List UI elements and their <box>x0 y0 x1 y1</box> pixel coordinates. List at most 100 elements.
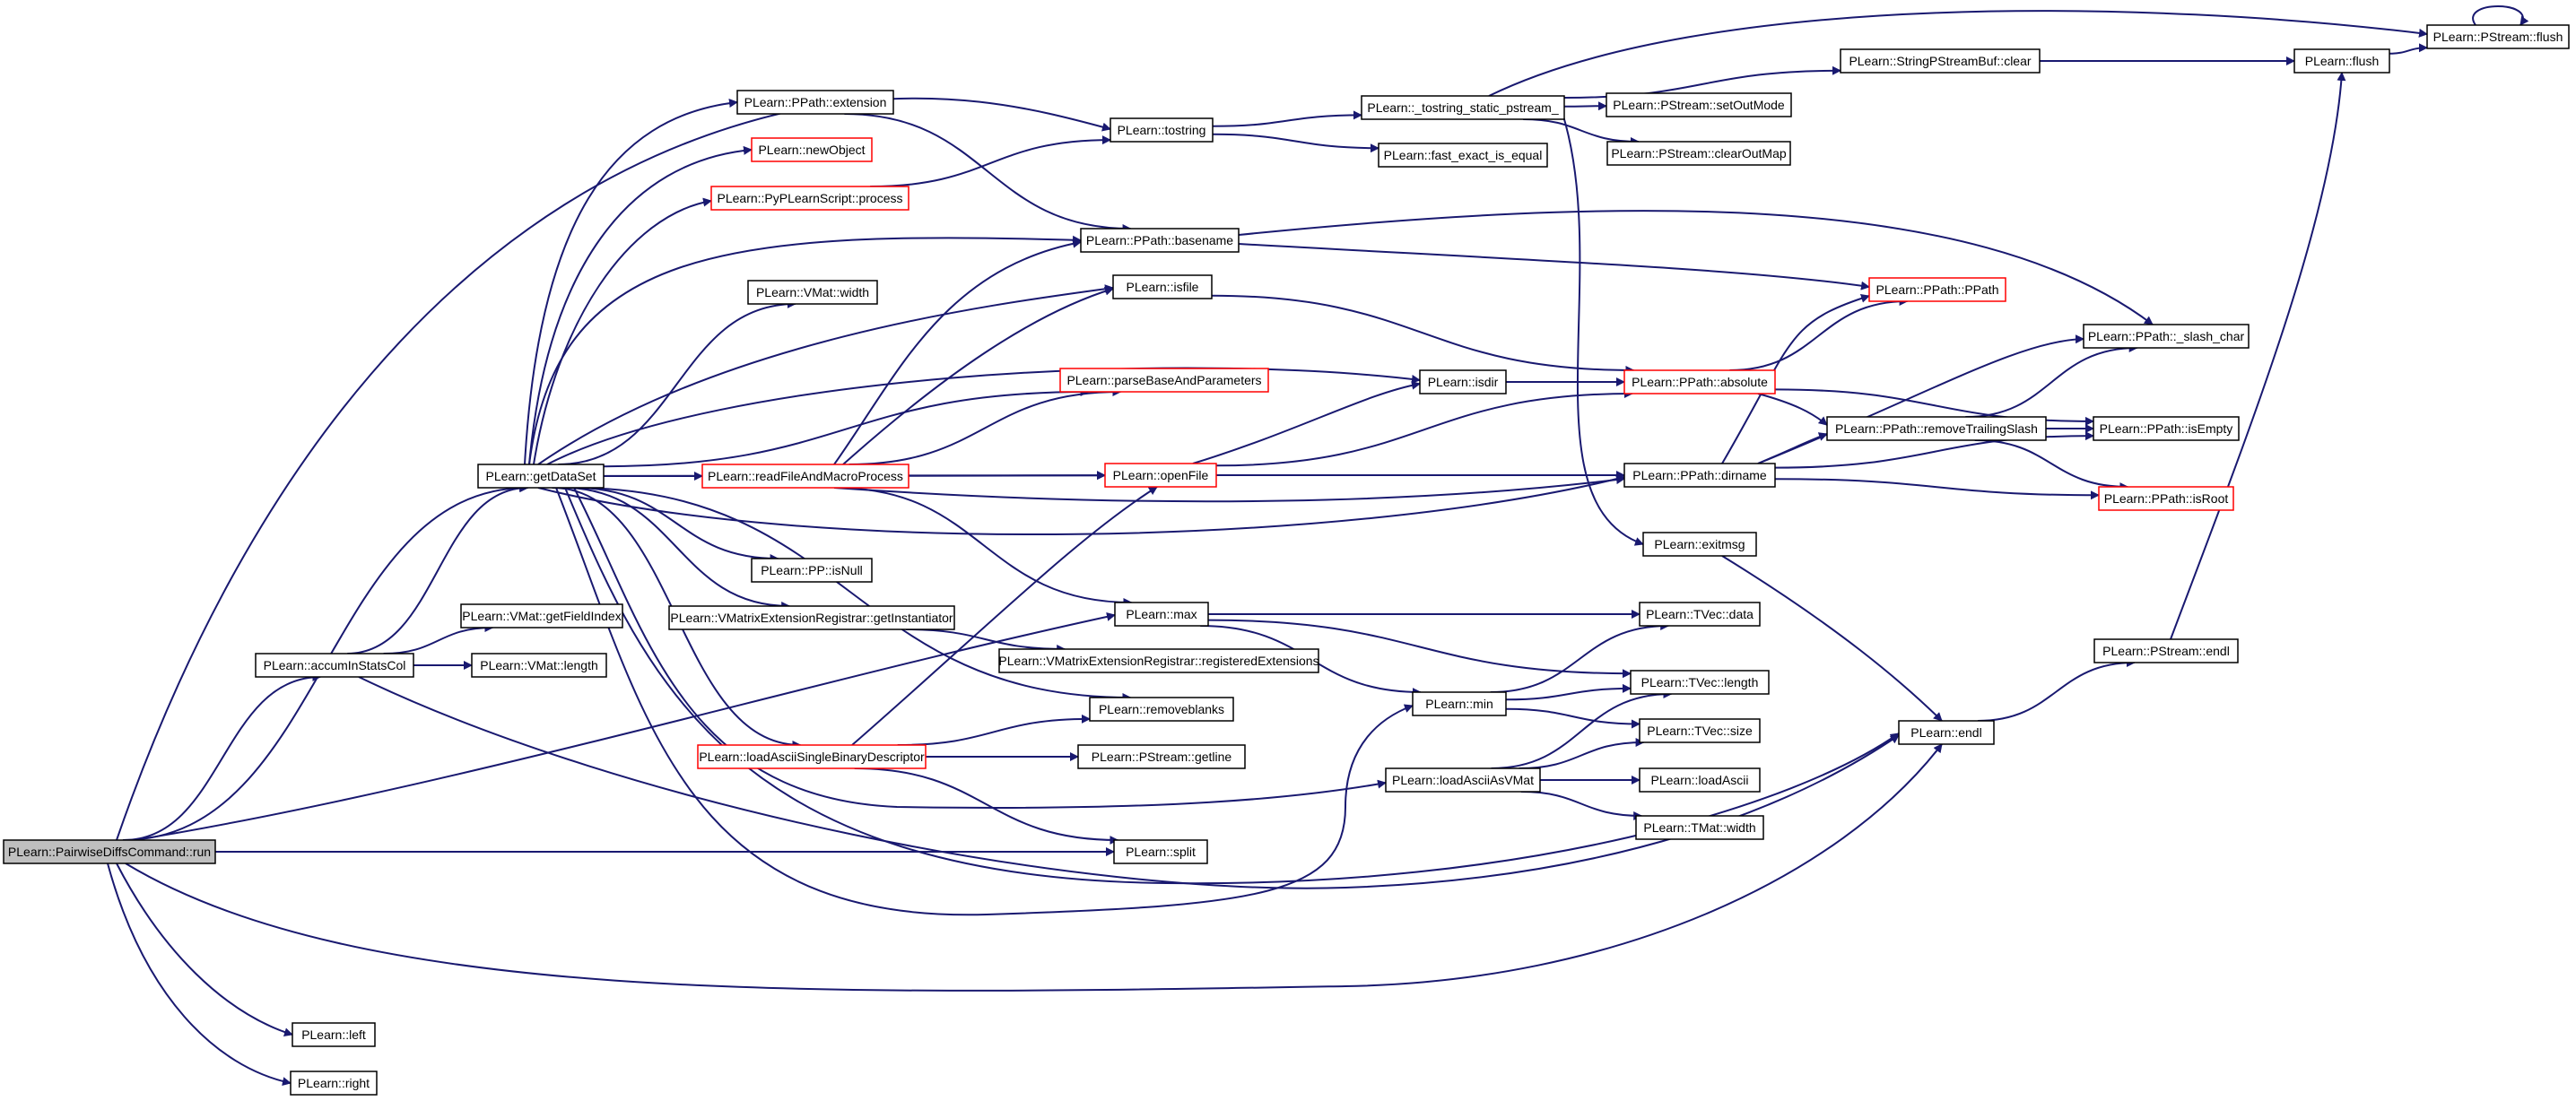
node-right[interactable]: PLearn::right <box>290 1071 378 1096</box>
node-fastExact[interactable]: PLearn::fast_exact_is_equal <box>1378 143 1548 168</box>
node-parseBase[interactable]: PLearn::parseBaseAndParameters <box>1059 368 1269 393</box>
node-exitmsg[interactable]: PLearn::exitmsg <box>1642 532 1757 557</box>
node-box <box>477 464 605 489</box>
node-getline[interactable]: PLearn::PStream::getline <box>1077 744 1246 769</box>
node-box <box>471 653 607 678</box>
node-getFieldIndex[interactable]: PLearn::VMat::getFieldIndex <box>460 603 623 629</box>
node-isRoot[interactable]: PLearn::PPath::isRoot <box>2098 486 2234 511</box>
node-label: PLearn::PStream::endl <box>2102 644 2230 658</box>
node-isEmpty[interactable]: PLearn::PPath::isEmpty <box>2093 416 2240 441</box>
edge-readFile-to-max <box>835 487 1133 607</box>
node-newObject[interactable]: PLearn::newObject <box>751 137 873 162</box>
node-isdir[interactable]: PLearn::isdir <box>1419 369 1507 394</box>
node-label: PLearn::TVec::size <box>1647 724 1753 738</box>
node-vmatLength[interactable]: PLearn::VMat::length <box>471 653 607 678</box>
node-label: PLearn::loadAsciiAsVMat <box>1392 773 1534 787</box>
node-left[interactable]: PLearn::left <box>292 1022 376 1047</box>
node-setOutMode[interactable]: PLearn::PStream::setOutMode <box>1606 92 1792 117</box>
node-loadAsciiAsVMat[interactable]: PLearn::loadAsciiAsVMat <box>1385 767 1541 793</box>
node-label: PLearn::PStream::clearOutMap <box>1611 146 1787 160</box>
node-box <box>292 1022 376 1047</box>
node-label: PLearn::PPath::absolute <box>1632 375 1768 389</box>
node-label: PLearn::TMat::width <box>1643 820 1755 835</box>
edge-getDataSet-to-parseBase <box>603 387 1090 468</box>
node-pstreamEndl[interactable]: PLearn::PStream::endl <box>2093 638 2239 663</box>
node-isfile[interactable]: PLearn::isfile <box>1112 274 1213 299</box>
node-removeTrailing[interactable]: PLearn::PPath::removeTrailingSlash <box>1826 416 2047 441</box>
node-min[interactable]: PLearn::min <box>1412 691 1507 716</box>
node-removeblanks[interactable]: PLearn::removeblanks <box>1089 697 1234 722</box>
node-box <box>2093 416 2240 441</box>
node-ppathCtor[interactable]: PLearn::PPath::PPath <box>1868 277 2006 302</box>
node-loadAsciiSingle[interactable]: PLearn::loadAsciiSingleBinaryDescriptor <box>697 744 927 769</box>
node-registeredExt[interactable]: PLearn::VMatrixExtensionRegistrar::regis… <box>998 648 1319 673</box>
node-split[interactable]: PLearn::split <box>1113 839 1208 864</box>
node-box <box>1606 141 1791 166</box>
node-readFile[interactable]: PLearn::readFileAndMacroProcess <box>701 464 909 489</box>
edge-getDataSet-to-dirname <box>537 474 1625 536</box>
node-box <box>1623 463 1776 488</box>
edge-root-to-endl <box>125 743 1943 992</box>
node-openFile[interactable]: PLearn::openFile <box>1104 463 1217 488</box>
node-box <box>1630 670 1770 695</box>
node-basename[interactable]: PLearn::PPath::basename <box>1080 228 1240 253</box>
node-getDataSet[interactable]: PLearn::getDataSet <box>477 464 605 489</box>
edge-openFile-to-absolute <box>1215 389 1633 467</box>
edge-tostringStatic-to-pstreamFlush <box>1488 10 2428 97</box>
node-root[interactable]: PLearn::PairwiseDiffsCommand::run <box>3 839 216 864</box>
node-loadAscii[interactable]: PLearn::loadAscii <box>1639 767 1761 793</box>
node-label: PLearn::PP::isNull <box>761 563 863 577</box>
node-box <box>710 186 909 211</box>
node-flush[interactable]: PLearn::flush <box>2293 48 2390 74</box>
node-box <box>751 137 873 162</box>
node-slashChar[interactable]: PLearn::PPath::_slash_char <box>2083 324 2250 349</box>
node-isNull[interactable]: PLearn::PP::isNull <box>751 558 873 583</box>
node-tostring[interactable]: PLearn::tostring <box>1110 117 1214 143</box>
edge-tostringStatic-to-clearOutMap <box>1522 118 1640 146</box>
node-sbufClear[interactable]: PLearn::StringPStreamBuf::clear <box>1840 48 2041 74</box>
edge-root-to-tostring <box>116 97 1111 841</box>
node-box <box>1419 369 1507 394</box>
node-box <box>1642 532 1757 557</box>
edge-readFile-to-basename <box>833 238 1082 465</box>
edge-tostring-to-fastExact <box>1212 133 1379 153</box>
edge-absolute-to-ppathCtor <box>1729 297 1909 371</box>
node-pyProcess[interactable]: PLearn::PyPLearnScript::process <box>710 186 909 211</box>
node-max[interactable]: PLearn::max <box>1114 602 1209 627</box>
node-tostringStatic[interactable]: PLearn::_tostring_static_pstream_ <box>1361 95 1565 120</box>
node-dirname[interactable]: PLearn::PPath::dirname <box>1623 463 1776 488</box>
node-label: PLearn::split <box>1126 845 1196 859</box>
node-tvecLength[interactable]: PLearn::TVec::length <box>1630 670 1770 695</box>
node-box <box>1080 228 1240 253</box>
node-absolute[interactable]: PLearn::PPath::absolute <box>1623 369 1776 394</box>
edge-readFile-to-isfile <box>842 286 1114 465</box>
node-tvecData[interactable]: PLearn::TVec::data <box>1639 602 1761 627</box>
node-label: PLearn::PPath::basename <box>1086 233 1233 247</box>
node-endl[interactable]: PLearn::endl <box>1898 720 1995 745</box>
edge-root-to-max <box>134 612 1116 841</box>
node-clearOutMap[interactable]: PLearn::PStream::clearOutMap <box>1606 141 1791 166</box>
node-box <box>3 839 216 864</box>
node-label: PLearn::accumInStatsCol <box>264 658 406 672</box>
node-accumInStatsCol[interactable]: PLearn::accumInStatsCol <box>255 653 414 678</box>
node-box <box>290 1071 378 1096</box>
node-label: PLearn::PStream::getline <box>1092 750 1232 764</box>
node-vmatWidth[interactable]: PLearn::VMat::width <box>747 280 878 305</box>
node-label: PLearn::exitmsg <box>1654 537 1745 551</box>
node-box <box>1898 720 1995 745</box>
node-label: PLearn::PPath::isEmpty <box>2100 421 2233 436</box>
edge-loadAsciiSingle-to-openFile <box>851 486 1158 746</box>
node-label: PLearn::PPath::extension <box>744 95 887 109</box>
node-box <box>1361 95 1565 120</box>
node-tvecSize[interactable]: PLearn::TVec::size <box>1639 718 1761 743</box>
node-label: PLearn::_tostring_static_pstream_ <box>1367 100 1558 115</box>
edge-basename-to-ppathCtor <box>1238 243 1870 290</box>
node-tmatWidth[interactable]: PLearn::TMat::width <box>1635 815 1764 840</box>
edge-getDataSet-to-isNull <box>574 487 779 563</box>
node-getInstantiator[interactable]: PLearn::VMatrixExtensionRegistrar::getIn… <box>668 605 955 630</box>
edge-getDataSet-to-endl <box>564 487 1900 885</box>
node-extension[interactable]: PLearn::PPath::extension <box>736 90 894 115</box>
edge-root-to-accumInStatsCol <box>123 672 322 841</box>
edge-getDataSet-to-basename <box>528 235 1082 465</box>
node-pstreamFlush[interactable]: PLearn::PStream::flush <box>2426 24 2570 49</box>
